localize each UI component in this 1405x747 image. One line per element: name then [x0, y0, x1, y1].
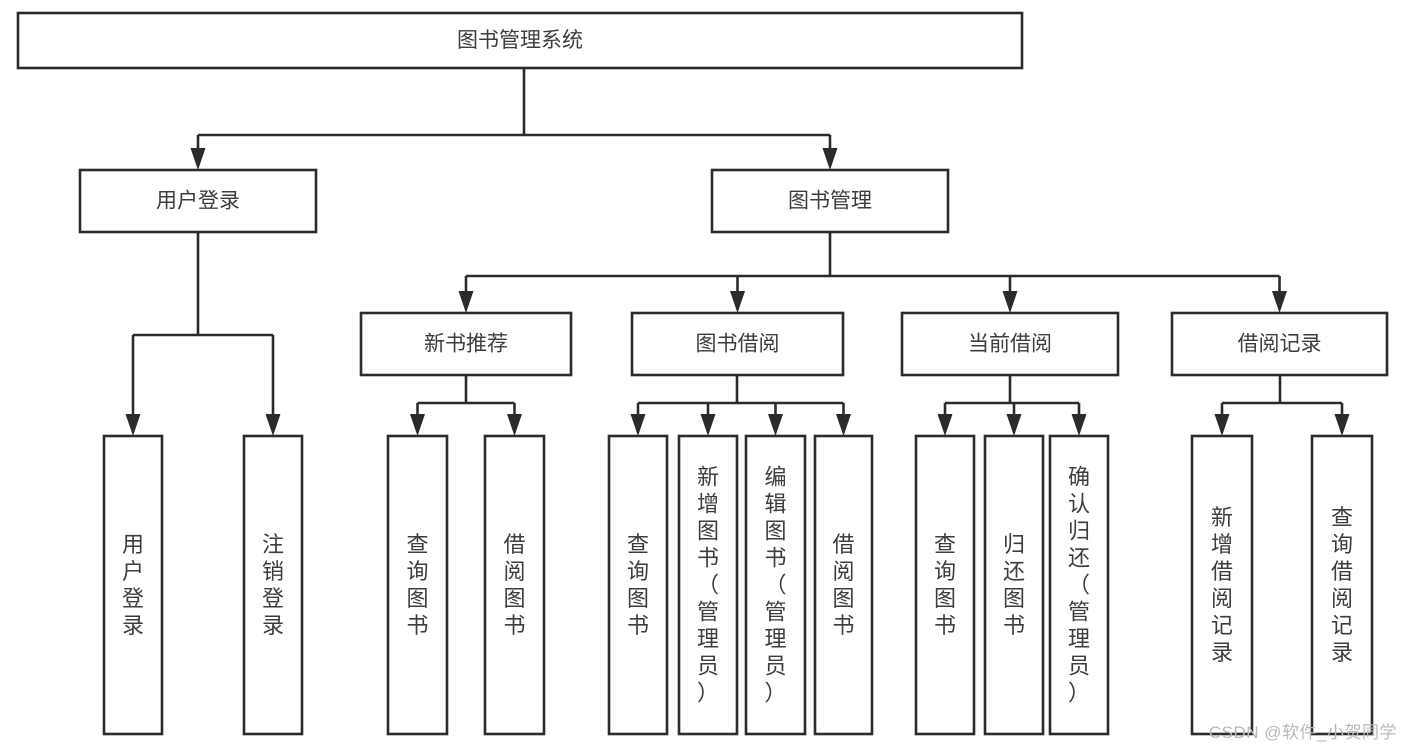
arrowhead-icon — [1071, 414, 1087, 436]
arrowhead-icon — [630, 414, 646, 436]
connectors-layer — [125, 68, 1350, 436]
node-box[interactable] — [1190, 434, 1254, 736]
node-label: 查询图书 — [934, 532, 956, 638]
arrowhead-icon — [125, 414, 141, 436]
node-leaf-rec-query[interactable]: 查询图书 — [386, 434, 449, 736]
node-leaf-br-query[interactable]: 查询借阅记录 — [1310, 434, 1374, 736]
node-box[interactable] — [914, 434, 976, 736]
node-leaf-bb-query[interactable]: 查询图书 — [607, 434, 669, 736]
node-box[interactable] — [483, 434, 546, 736]
node-box[interactable] — [78, 168, 318, 234]
node-box[interactable] — [1048, 434, 1110, 736]
arrowhead-icon — [410, 414, 425, 436]
node-label: 注销登录 — [262, 532, 284, 638]
arrowhead-icon — [730, 291, 745, 313]
arrowhead-icon — [458, 291, 474, 313]
node-box[interactable] — [677, 434, 739, 736]
node-current-borrow[interactable]: 当前借阅 — [900, 311, 1120, 377]
node-box[interactable] — [242, 434, 304, 736]
node-label: 查询借阅记录 — [1331, 505, 1353, 665]
node-leaf-user-logout[interactable]: 注销登录 — [242, 434, 304, 736]
arrowhead-icon — [190, 148, 206, 170]
node-label: 查询图书 — [406, 532, 428, 638]
node-book-manage[interactable]: 图书管理 — [710, 168, 950, 234]
node-label: 图书管理 — [788, 190, 872, 213]
node-label: 借阅记录 — [1238, 333, 1322, 356]
node-box[interactable] — [1310, 434, 1374, 736]
node-leaf-cb-confirm[interactable]: 确认归还（管理员） — [1048, 434, 1110, 736]
node-label: 新增图书（管理员） — [697, 465, 719, 706]
node-user-login[interactable]: 用户登录 — [78, 168, 318, 234]
node-leaf-user-login[interactable]: 用户登录 — [102, 434, 164, 736]
arrowhead-icon — [700, 414, 716, 436]
nodes-layer: 图书管理系统用户登录图书管理新书推荐图书借阅当前借阅借阅记录用户登录注销登录查询… — [16, 11, 1389, 736]
arrowhead-icon — [768, 414, 783, 436]
node-box[interactable] — [710, 168, 950, 234]
node-leaf-br-add[interactable]: 新增借阅记录 — [1190, 434, 1254, 736]
node-label: 用户登录 — [122, 532, 144, 638]
node-box[interactable] — [630, 311, 845, 377]
node-label: 当前借阅 — [968, 333, 1052, 356]
node-box[interactable] — [102, 434, 164, 736]
node-label: 图书借阅 — [696, 333, 780, 356]
node-box[interactable] — [900, 311, 1120, 377]
connector-group-book-borrow — [630, 375, 851, 436]
node-label: 借阅图书 — [832, 532, 854, 638]
node-label: 查询图书 — [627, 532, 649, 638]
connector-group-current-borrow — [937, 375, 1087, 436]
node-box[interactable] — [813, 434, 874, 736]
arrowhead-icon — [1334, 414, 1350, 436]
node-box[interactable] — [744, 434, 807, 736]
node-label: 用户登录 — [156, 190, 240, 213]
arrowhead-icon — [836, 414, 851, 436]
connector-group-root — [190, 68, 838, 170]
node-book-borrow[interactable]: 图书借阅 — [630, 311, 845, 377]
arrowhead-icon — [507, 414, 522, 436]
node-leaf-bb-add[interactable]: 新增图书（管理员） — [677, 434, 739, 736]
node-borrow-record[interactable]: 借阅记录 — [1170, 311, 1389, 377]
node-new-book-rec[interactable]: 新书推荐 — [359, 311, 573, 377]
connector-group-user-login — [125, 232, 281, 436]
node-label: 新书推荐 — [424, 333, 508, 356]
node-root[interactable]: 图书管理系统 — [16, 11, 1024, 70]
arrowhead-icon — [1272, 291, 1287, 313]
arrowhead-icon — [822, 148, 838, 170]
node-box[interactable] — [386, 434, 449, 736]
node-leaf-rec-borrow[interactable]: 借阅图书 — [483, 434, 546, 736]
node-label: 归还图书 — [1003, 532, 1025, 638]
node-box[interactable] — [16, 11, 1024, 70]
connector-group-borrow-record — [1214, 375, 1350, 436]
node-box[interactable] — [983, 434, 1045, 736]
node-box[interactable] — [607, 434, 669, 736]
node-label: 借阅图书 — [503, 532, 525, 638]
arrowhead-icon — [1214, 414, 1230, 436]
connector-group-book-manage — [458, 232, 1287, 313]
watermark-text: CSDN @软件_小贺同学 — [1208, 723, 1397, 742]
node-leaf-cb-return[interactable]: 归还图书 — [983, 434, 1045, 736]
arrowhead-icon — [1006, 414, 1022, 436]
arrowhead-icon — [1002, 291, 1018, 313]
node-box[interactable] — [1170, 311, 1389, 377]
connector-group-new-book-rec — [410, 375, 522, 436]
node-label: 新增借阅记录 — [1211, 505, 1233, 665]
node-box[interactable] — [359, 311, 573, 377]
node-leaf-cb-query[interactable]: 查询图书 — [914, 434, 976, 736]
arrowhead-icon — [265, 414, 281, 436]
arrowhead-icon — [937, 414, 953, 436]
node-leaf-bb-borrow[interactable]: 借阅图书 — [813, 434, 874, 736]
node-leaf-bb-edit[interactable]: 编辑图书（管理员） — [744, 434, 807, 736]
node-label: 编辑图书（管理员） — [764, 465, 786, 706]
node-label: 确认归还（管理员） — [1068, 465, 1090, 706]
node-label: 图书管理系统 — [457, 29, 583, 52]
